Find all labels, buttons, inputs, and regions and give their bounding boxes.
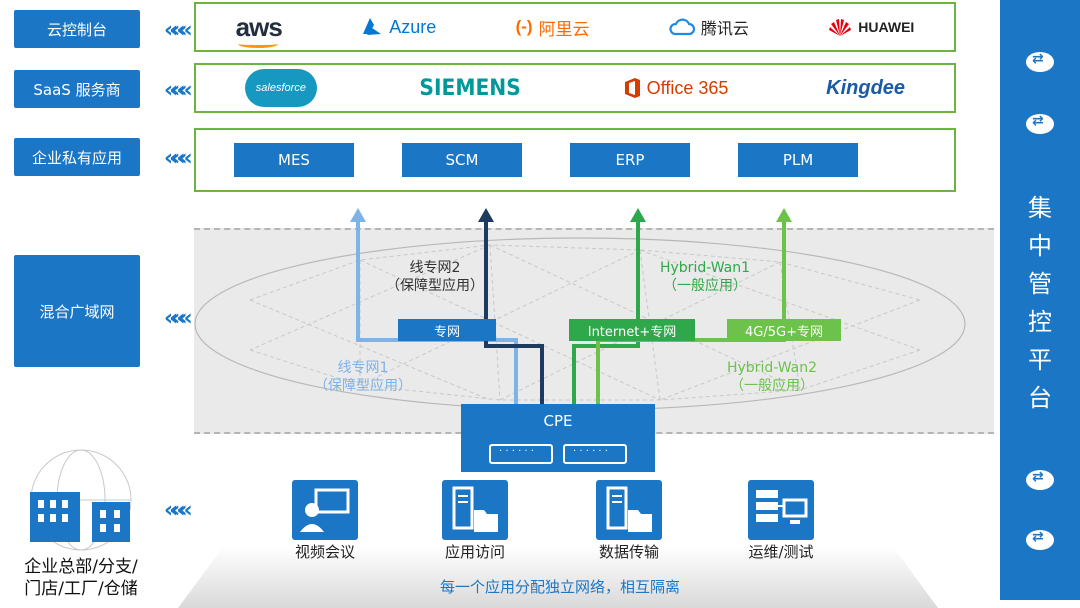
hybrid1-label: Hybrid-Wan1（一般应用）	[659, 260, 751, 294]
app-access-icon	[442, 480, 508, 540]
aws-wordmark: aws	[236, 12, 283, 48]
router-icon	[1026, 51, 1054, 72]
panel-title-char: 集	[1028, 194, 1052, 222]
aliyun-mark-icon: (-)	[515, 17, 533, 36]
cloud-console-label: 云控制台	[14, 10, 140, 48]
data-transfer-icon	[596, 480, 662, 540]
app-erp: ERP	[570, 143, 690, 177]
panel-title-char: 管	[1028, 270, 1052, 298]
function-label-video: 视频会议	[294, 543, 355, 561]
saas-label: SaaS 服务商	[14, 70, 140, 108]
app-mes: MES	[234, 143, 354, 177]
app-scm: SCM	[402, 143, 522, 177]
router-icon	[1026, 469, 1054, 490]
kingdee-logo: Kingdee	[826, 76, 906, 99]
private-apps-label: 企业私有应用	[14, 138, 140, 176]
private-net-label: 专网	[398, 319, 496, 341]
router-icon	[563, 444, 627, 464]
function-label-app-access: 应用访问	[444, 543, 505, 561]
function-label-data-transfer: 数据传输	[598, 543, 659, 561]
huawei-logo: HUAWEI	[828, 18, 914, 36]
base-caption: 每一个应用分配独立网络，相互隔离	[439, 578, 680, 596]
mobile-net-label: 4G/5G+专网	[727, 319, 841, 341]
hybrid2-label: Hybrid-Wan2（一般应用）	[726, 360, 818, 394]
router-icon	[1026, 113, 1054, 134]
aliyun-logo: (-) 阿里云	[515, 17, 590, 39]
private-apps-row: MES SCM ERP PLM	[194, 128, 956, 192]
cpe-title: CPE	[543, 412, 573, 430]
huawei-petal-icon	[829, 19, 852, 36]
saas-row: salesforce SIEMENS Office 365 Kingdee	[194, 63, 956, 113]
office365-logo: Office 365	[623, 78, 728, 99]
office-icon	[624, 78, 640, 98]
function-label-ops-test: 运维/测试	[748, 543, 814, 561]
hybrid-wan-label: 混合广域网	[14, 255, 140, 367]
app-plm: PLM	[738, 143, 858, 177]
cloud-console-row: aws Azure (-) 阿里云 腾讯云 HUAWEI	[194, 2, 956, 52]
tencent-cloud-logo: 腾讯云	[669, 15, 749, 39]
internet-net-label: Internet+专网	[569, 319, 695, 341]
azure-logo: Azure	[361, 17, 436, 38]
central-management-panel: 集 中 管 控 平 台	[1000, 0, 1080, 600]
enterprise-buildings-icon	[30, 449, 132, 551]
line2-label: 线专网2（保障型应用）	[386, 260, 484, 294]
panel-title-char: 台	[1028, 384, 1052, 412]
aws-logo: aws	[236, 12, 283, 48]
salesforce-logo: salesforce	[244, 69, 317, 107]
panel-title-char: 控	[1028, 308, 1052, 336]
base-platform	[178, 546, 938, 608]
video-conference-icon	[292, 480, 358, 540]
siemens-logo: SIEMENS	[419, 75, 521, 101]
cloud-icon	[669, 18, 695, 36]
line1-label: 线专网1（保障型应用）	[314, 360, 412, 394]
sites-label: 企业总部/分支/ 门店/工厂/仓储	[24, 557, 138, 599]
cpe-device: CPE	[461, 404, 655, 472]
router-icon	[489, 444, 553, 464]
azure-icon	[363, 18, 382, 35]
panel-title-char: 中	[1028, 232, 1052, 260]
router-icon	[1026, 529, 1054, 550]
ops-test-icon	[748, 480, 814, 540]
panel-title-char: 平	[1028, 346, 1052, 374]
